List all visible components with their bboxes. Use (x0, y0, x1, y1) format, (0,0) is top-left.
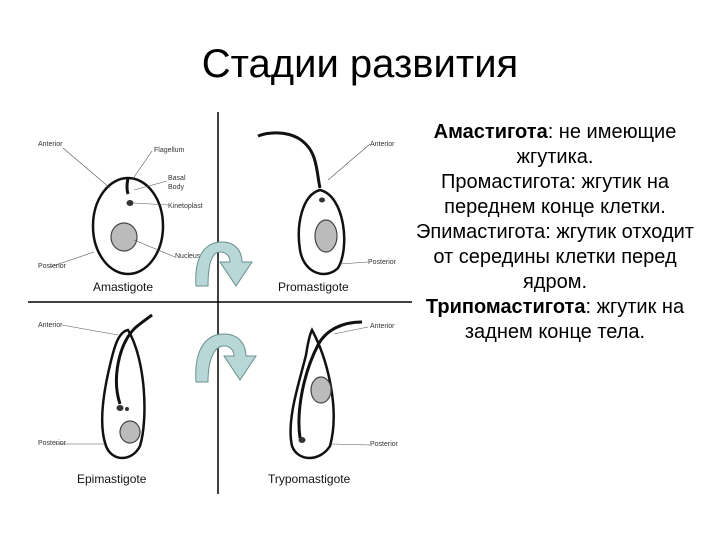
epimastigote-cell (100, 313, 153, 460)
amastigote-kinetoplast-label: Kinetoplast (168, 203, 203, 210)
stage-descriptions: Амастигота: не имеющие жгутика. Промасти… (410, 120, 700, 345)
amastigote-body-label: Body (168, 184, 184, 191)
curved-arrow-icon (195, 333, 257, 383)
epimastigote-label: Epimastigote (77, 472, 147, 486)
curved-arrow-icon (195, 241, 253, 287)
amastigote-flagellum-label: Flagellum (154, 147, 185, 154)
trypomastigote-label: Trypomastigote (268, 472, 351, 486)
trypomastigote-description: Трипомастигота: жгутик на заднем конце т… (425, 296, 685, 343)
amastigote-cell (91, 176, 165, 276)
trypomastigote-anterior-label: Anterior (370, 323, 395, 330)
trypomastigote-cell (289, 320, 363, 460)
amastigote-posterior-label: Posterior (38, 263, 67, 270)
amastigote-nucleus-label: Nucleus (175, 253, 201, 260)
epimastigote-anterior-label: Anterior (38, 322, 63, 329)
promastigote-description: Промастигота: жгутик на переднем конце к… (440, 171, 670, 218)
trypomastigote-leader-lines (331, 326, 371, 446)
amastigote-label: Amastigote (93, 280, 153, 294)
promastigote-cell (257, 131, 346, 276)
amastigote-basal-label: Basal (168, 175, 186, 182)
promastigote-label: Promastigote (278, 280, 349, 294)
amastigote-anterior-label: Anterior (38, 141, 63, 148)
epimastigote-posterior-label: Posterior (38, 440, 67, 447)
promastigote-leader-lines (327, 143, 371, 265)
epimastigote-leader-lines (55, 324, 119, 445)
promastigote-posterior-label: Posterior (368, 259, 397, 266)
epimastigote-description: Эпимастигота: жгутик отходит от середины… (416, 221, 694, 293)
slide-title: Стадии развития (201, 42, 519, 86)
promastigote-anterior-label: Anterior (370, 141, 395, 148)
trypomastigote-posterior-label: Posterior (370, 441, 399, 448)
amastigote-leader-lines (49, 147, 176, 268)
amastigote-description: Амастигота: не имеющие жгутика. (433, 121, 677, 168)
